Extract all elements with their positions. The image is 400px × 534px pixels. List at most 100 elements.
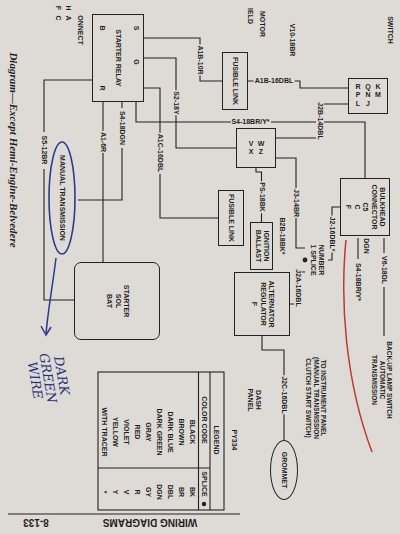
wire-code: DGN [362, 237, 370, 255]
part-name: BACK-UP LAMP SWITCH AUTOMATIC TRANSMISSI… [371, 339, 393, 421]
node-label: C [352, 182, 360, 232]
legend-title: LEGEND [212, 424, 220, 455]
pin-letter: A [64, 14, 72, 21]
legend-rule [198, 372, 199, 510]
wire-code: J2C-16DBL [280, 375, 288, 414]
part-name: MANUAL TRANSMISSION [58, 154, 66, 242]
color-code: GY [144, 486, 152, 498]
connector-block: RQKPNMLJ [348, 78, 388, 114]
wire-code: A1-6R [99, 131, 107, 153]
node-text-group: ALTERNATOR REGULATORF [249, 276, 274, 332]
starter-motor: STARTERSOLBAT [74, 262, 160, 340]
alternator-regulator: ALTERNATOR REGULATORF [234, 272, 290, 336]
node-label: V [246, 140, 256, 148]
wire-code: J2B-14DBL [316, 101, 324, 140]
node-label: NUMBER 1 SPLICE [308, 242, 325, 278]
wire-code: V6-18DL [380, 255, 388, 285]
wire-code: A1C-16DBL [156, 133, 164, 174]
node-text-group: STARTERSOLBAT [104, 285, 129, 318]
page-footer: WIRING DIAGRAMS [102, 517, 198, 528]
node-label: N [363, 92, 373, 100]
part-name: DASH PANEL [246, 384, 262, 416]
fusible-link: FUSIBLE LINK [222, 52, 248, 110]
node-text-group: STARTER RELAY [114, 29, 122, 87]
color-code: R [133, 488, 141, 495]
wire [44, 80, 92, 132]
pin-letter: C [54, 14, 62, 21]
wire-code: S4-18DGN [118, 110, 126, 146]
diagram-title: Diagram—Except Hemi-Engine-Belvedere [8, 51, 20, 248]
node-label: Z [256, 148, 266, 156]
terminal-letter: S [132, 25, 140, 32]
wire-code: A1B-10R [196, 44, 204, 75]
node-label: X [246, 148, 256, 156]
color-code: Y [111, 489, 119, 496]
wire-code: S4-18BR/Y* [230, 118, 270, 126]
node-label: STARTER RELAY [114, 29, 122, 87]
color-code: DBL [166, 484, 174, 500]
wire-code: S4-18BR/Y* [354, 262, 362, 302]
handwritten-note: DARK GREEN WIRE [22, 339, 75, 417]
node-label: FUSIBLE LINK [231, 57, 239, 105]
color-name: VIOLET [122, 418, 130, 445]
wire [276, 104, 348, 138]
terminal-letter: B [98, 24, 106, 31]
node-text-group: FUSIBLE LINK [231, 57, 239, 105]
node-label: K [373, 83, 383, 91]
node-label: ALTERNATOR REGULATOR [258, 276, 275, 332]
wire-code: J2A-16DBL [294, 268, 302, 307]
part-name: SWITCH [386, 15, 394, 45]
wire [102, 102, 103, 262]
node-text-group: BULKHEAD CONNECTORC5CF [344, 182, 386, 232]
wire [383, 287, 384, 336]
wire-code: S2-18Y [172, 90, 180, 115]
node-text-group: NUMBER 1 SPLICE [308, 242, 325, 278]
node-label: FUSIBLE LINK [227, 194, 235, 242]
color-name: RED [133, 424, 141, 441]
color-name: DARK GREEN [155, 407, 163, 456]
footer-rule [8, 513, 240, 514]
pin-letter: H [64, 4, 72, 11]
connector-block: VWXZ [236, 128, 276, 168]
wire [144, 38, 222, 81]
color-name: YELLOW [111, 416, 119, 448]
node-label: BAT [104, 285, 112, 318]
legend-rule [209, 372, 210, 510]
ink-line [344, 240, 372, 452]
color-name: BLACK [188, 419, 196, 446]
node-label: BULKHEAD CONNECTOR [369, 182, 386, 232]
node-text-group: FUSIBLE LINK [227, 194, 235, 242]
part-name: MOTOR [258, 10, 266, 38]
splice-symbol [202, 502, 206, 506]
node-label: F [344, 182, 352, 232]
color-code: V [122, 489, 130, 496]
node-label: W [256, 140, 266, 148]
ink-circle [49, 142, 75, 254]
wire-code: V10-18BR [288, 23, 296, 58]
legend-frame [98, 372, 224, 510]
legend-header: COLOR CODE [200, 395, 208, 444]
node-label: J [363, 100, 373, 108]
color-name: WITH TRACER [100, 407, 108, 458]
bulkhead-connector: BULKHEAD CONNECTORC5CF [340, 178, 390, 236]
wire-code: J2-16DBL* [328, 215, 336, 252]
wire [383, 238, 384, 253]
wire [136, 102, 365, 178]
wire [357, 238, 358, 259]
ink-arrowhead [41, 326, 51, 335]
part-name: IELD [246, 7, 254, 25]
ignition-ballast: IGNITION BALLAST [250, 222, 273, 270]
terminal-letter: G [132, 58, 140, 65]
legend-header: SPLICE [200, 470, 208, 497]
wire [328, 207, 340, 260]
splice-dot [303, 258, 308, 263]
splice: NUMBER 1 SPLICE [305, 238, 328, 282]
figure-number: PY334 [230, 428, 238, 451]
wire-code: S5-12BR [40, 135, 48, 166]
node-label: IGNITION BALLAST [253, 226, 270, 266]
node-label: F [249, 276, 257, 332]
node-text-group: RQKPNMLJ [353, 83, 383, 108]
